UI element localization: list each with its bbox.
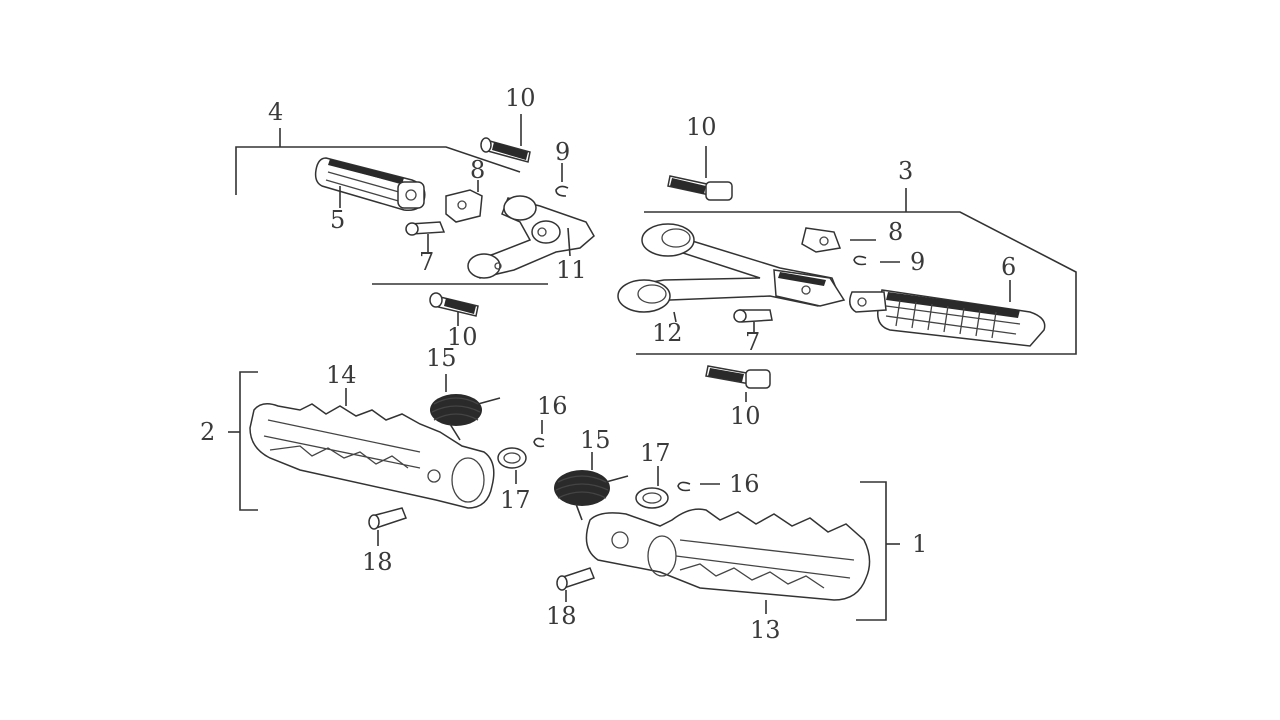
part-7-pin-left: [405, 221, 446, 252]
part-16-clip-left: [533, 420, 545, 448]
callout-17-left: 17: [500, 486, 531, 514]
callout-2: 2: [200, 418, 215, 446]
callout-8-right: 8: [888, 218, 903, 246]
part-8-block-right: [801, 227, 876, 253]
callout-15-left: 15: [426, 344, 457, 372]
callout-18-left: 18: [362, 548, 393, 576]
part-7-pin-right: [733, 309, 773, 334]
callout-18-right: 18: [546, 602, 577, 630]
part-8-block-left: [445, 180, 483, 223]
callout-16-left: 16: [537, 392, 568, 420]
group-2-bracket: [228, 371, 258, 511]
callout-9-right: 9: [910, 248, 925, 276]
callout-5: 5: [330, 206, 345, 234]
part-10-bolt-mid-left: [429, 292, 479, 326]
part-15-spring-left: [430, 374, 501, 441]
callout-11: 11: [556, 256, 587, 284]
part-15-spring-right: [554, 452, 629, 521]
callout-10-bottom-right: 10: [730, 402, 761, 430]
callout-4: 4: [268, 98, 283, 126]
callout-7-left: 7: [419, 248, 434, 276]
part-10-bolt-top-right: [667, 146, 733, 201]
callout-6: 6: [1001, 253, 1016, 281]
part-13-footrest-plate-right: [585, 508, 871, 614]
callout-3: 3: [898, 157, 913, 185]
callout-10-top-right: 10: [686, 113, 717, 141]
callout-15-right: 15: [580, 426, 611, 454]
part-18-pin-left: [368, 507, 407, 546]
part-16-clip-right: [677, 481, 720, 492]
part-18-pin-right: [556, 567, 595, 602]
callout-10-mid-left: 10: [447, 323, 478, 351]
callout-17-right: 17: [640, 439, 671, 467]
part-11-bracket-arm: [467, 195, 595, 279]
callout-13: 13: [750, 616, 781, 644]
callout-7-right: 7: [745, 328, 760, 356]
callout-14: 14: [326, 361, 357, 389]
callout-10-top-left: 10: [505, 84, 536, 112]
part-6-footpeg-right: [849, 280, 1046, 347]
callout-9-left: 9: [555, 138, 570, 166]
group-4-bracket: [235, 128, 548, 285]
group-3-bracket: [636, 188, 1077, 355]
part-17-washer-left: [497, 447, 527, 484]
part-12-bracket: [617, 223, 846, 323]
part-10-bolt-top-left: [480, 114, 531, 163]
callout-1: 1: [912, 530, 927, 558]
part-10-bolt-bottom-right: [705, 365, 771, 402]
part-17-washer-right: [635, 466, 669, 509]
callout-12: 12: [652, 319, 683, 347]
part-9-clip-right: [853, 255, 900, 266]
part-9-clip-left: [555, 163, 569, 197]
callout-16-right: 16: [729, 470, 760, 498]
part-5-footpeg-left: [314, 157, 426, 212]
group-1-bracket: [856, 481, 900, 621]
part-14-footrest-plate-left: [249, 388, 495, 509]
callout-8-left: 8: [470, 156, 485, 184]
